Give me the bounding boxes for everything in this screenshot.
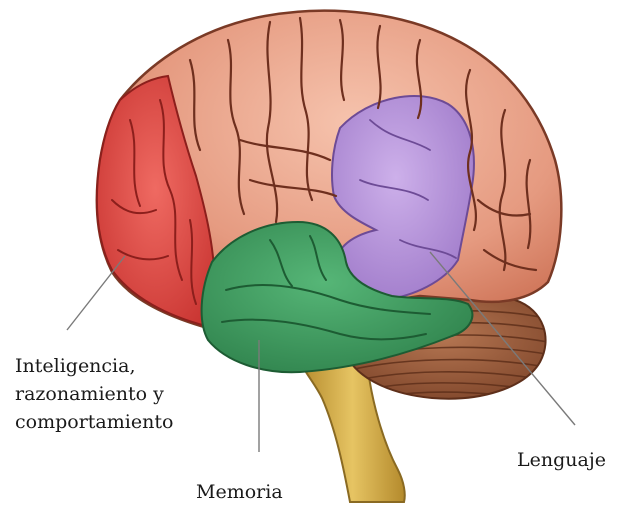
intelligence-label: Inteligencia, razonamiento y comportamie… (15, 352, 173, 436)
intelligence-label-line-3: comportamiento (15, 408, 173, 436)
intelligence-leader-line (67, 256, 125, 330)
intelligence-label-line-2: razonamiento y (15, 380, 173, 408)
intelligence-label-line-1: Inteligencia, (15, 352, 173, 380)
language-label: Lenguaje (517, 446, 606, 474)
memory-label: Memoria (196, 478, 283, 506)
